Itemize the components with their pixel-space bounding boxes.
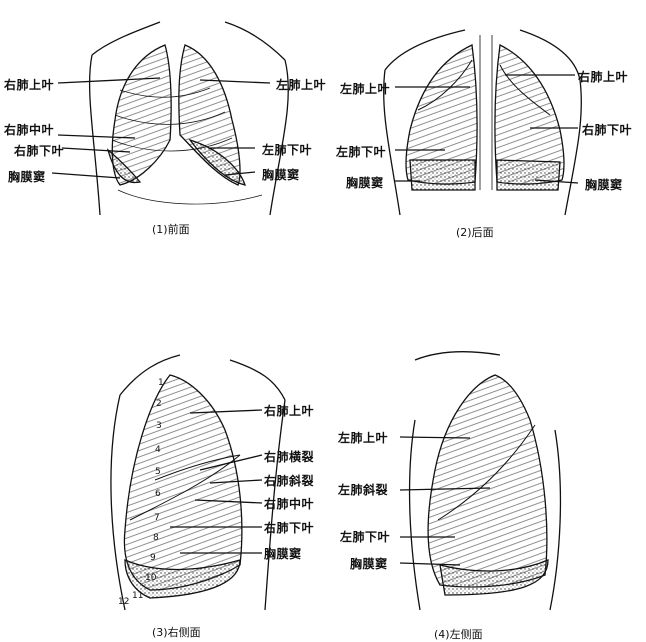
- label-pleural-recess: 胸膜窦: [585, 176, 623, 193]
- rib-number: 3: [156, 421, 162, 431]
- label-right-lower-lobe: 右肺下叶: [582, 121, 632, 138]
- panel-posterior: [384, 30, 582, 215]
- label-left-lower-lobe: 左肺下叶: [340, 528, 390, 545]
- rib-number: 12: [118, 597, 129, 607]
- rib-number: 5: [155, 467, 161, 477]
- rib-number: 2: [156, 399, 162, 409]
- caption-right-lateral: (3)右侧面: [152, 624, 201, 640]
- label-pleural-recess: 胸膜窦: [262, 166, 300, 183]
- label-right-upper-lobe: 右肺上叶: [4, 76, 54, 93]
- label-right-upper-lobe: 右肺上叶: [578, 68, 628, 85]
- label-left-oblique-fissure: 左肺斜裂: [338, 481, 388, 498]
- label-left-lower-lobe: 左肺下叶: [262, 141, 312, 158]
- panel-left-lateral: [400, 352, 560, 610]
- label-pleural-recess: 胸膜窦: [346, 174, 384, 191]
- caption-posterior: (2)后面: [456, 224, 494, 240]
- rib-number: 8: [153, 533, 159, 543]
- label-pleural-recess: 胸膜窦: [350, 555, 388, 572]
- panel-anterior: [52, 22, 288, 215]
- caption-anterior: (1)前面: [152, 221, 190, 237]
- label-left-upper-lobe: 左肺上叶: [276, 76, 326, 93]
- rib-number: 11: [132, 591, 143, 601]
- label-left-upper-lobe: 左肺上叶: [340, 80, 390, 97]
- rib-number: 9: [150, 553, 156, 563]
- label-left-lower-lobe: 左肺下叶: [336, 143, 386, 160]
- label-right-upper-lobe: 右肺上叶: [264, 402, 314, 419]
- label-right-middle-lobe: 右肺中叶: [264, 495, 314, 512]
- label-right-oblique-fissure: 右肺斜裂: [264, 472, 314, 489]
- rib-number: 6: [155, 489, 161, 499]
- label-right-horizontal-fissure: 右肺横裂: [264, 448, 314, 465]
- label-pleural-recess: 胸膜窦: [264, 545, 302, 562]
- label-right-lower-lobe: 右肺下叶: [264, 519, 314, 536]
- caption-left-lateral: (4)左侧面: [434, 626, 483, 642]
- label-right-lower-lobe: 右肺下叶: [14, 142, 64, 159]
- rib-number: 10: [145, 573, 157, 583]
- rib-number: 1: [158, 378, 164, 388]
- label-pleural-recess: 胸膜窦: [8, 168, 46, 185]
- rib-number: 7: [154, 513, 160, 523]
- label-left-upper-lobe: 左肺上叶: [338, 429, 388, 446]
- label-right-middle-lobe: 右肺中叶: [4, 121, 54, 138]
- panel-right-lateral: [111, 355, 285, 610]
- rib-number: 4: [155, 445, 161, 455]
